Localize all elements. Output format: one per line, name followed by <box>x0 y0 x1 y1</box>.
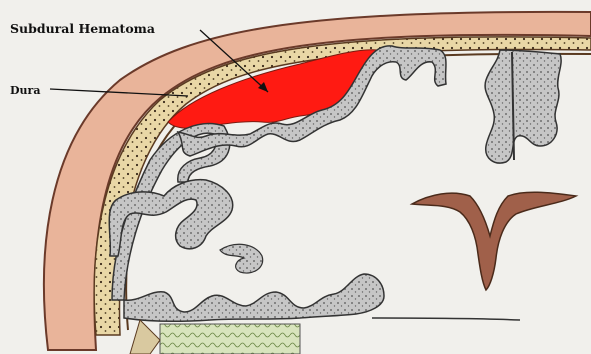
label-dura: Dura <box>10 84 40 97</box>
brainstem-region <box>160 324 300 354</box>
label-subdural-hematoma: Subdural Hematoma <box>10 21 155 36</box>
